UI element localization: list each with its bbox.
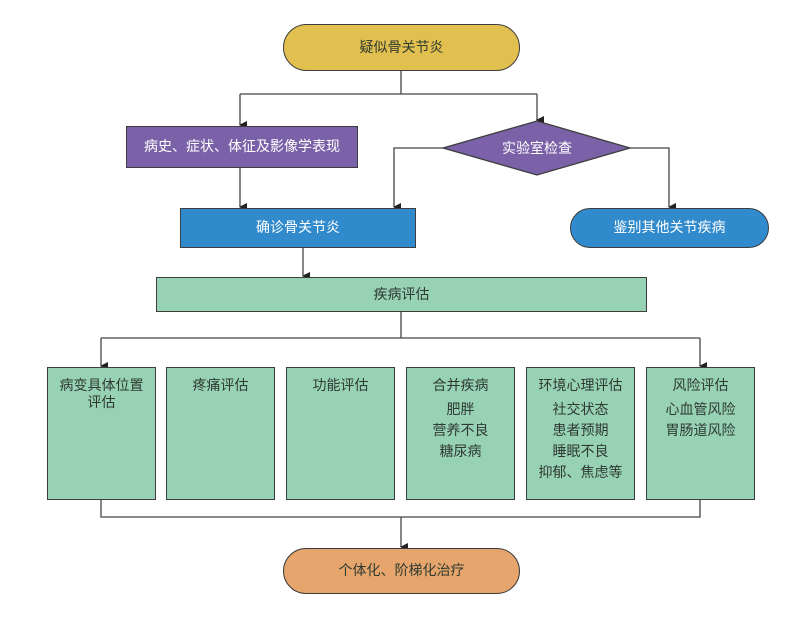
assessment-box-title: 合并疾病 <box>432 378 489 394</box>
history-label: 病史、症状、体征及影像学表现 <box>144 139 340 155</box>
assessment-node: 疾病评估 <box>156 277 647 312</box>
lab-diamond <box>440 120 633 176</box>
assessment-box: 病变具体位置评估 <box>47 367 156 500</box>
arrow-lab-confirm <box>393 147 443 211</box>
assessment-box: 合并疾病肥胖营养不良糖尿病 <box>406 367 515 500</box>
confirm-node: 确诊骨关节炎 <box>180 208 416 248</box>
history-node: 病史、症状、体征及影像学表现 <box>126 126 358 168</box>
assessment-box-item: 睡眠不良 <box>552 444 609 460</box>
lab-label: 实验室检查 <box>502 141 572 157</box>
assessment-box-title: 环境心理评估 <box>538 378 623 394</box>
assessment-box-item: 患者预期 <box>552 423 609 439</box>
assessment-box-title: 疼痛评估 <box>192 378 249 394</box>
assessment-box-title: 功能评估 <box>312 378 369 394</box>
assessment-box-item: 心血管风险 <box>665 402 736 418</box>
confirm-label: 确诊骨关节炎 <box>256 220 340 236</box>
start-node: 疑似骨关节炎 <box>283 24 520 71</box>
assessment-box-item: 肥胖 <box>446 402 475 418</box>
start-label: 疑似骨关节炎 <box>359 39 444 56</box>
assessment-box-item: 营养不良 <box>432 423 489 439</box>
differential-label: 鉴别其他关节疾病 <box>613 220 726 236</box>
assessment-box-item: 糖尿病 <box>439 444 482 460</box>
assessment-box-item: 社交状态 <box>552 402 609 418</box>
assessment-box: 功能评估 <box>286 367 395 500</box>
assessment-box-item: 抑郁、焦虑等 <box>538 465 623 481</box>
assessment-box-item: 胃肠道风险 <box>665 423 736 439</box>
assessment-box-title: 病变具体位置评估 <box>59 378 144 411</box>
connector-assessment-split <box>101 312 700 339</box>
differential-node: 鉴别其他关节疾病 <box>570 208 769 248</box>
connector-merge <box>100 500 701 518</box>
assessment-label: 疾病评估 <box>373 286 430 303</box>
end-node: 个体化、阶梯化治疗 <box>283 548 520 594</box>
connector-start-split <box>240 71 537 95</box>
assessment-box: 环境心理评估社交状态患者预期睡眠不良抑郁、焦虑等 <box>526 367 635 500</box>
assessment-box-title: 风险评估 <box>672 378 729 394</box>
end-label: 个体化、阶梯化治疗 <box>338 563 465 579</box>
assessment-box: 风险评估心血管风险胃肠道风险 <box>646 367 755 500</box>
arrow-lab-differential <box>630 147 676 211</box>
assessment-box: 疼痛评估 <box>166 367 275 500</box>
